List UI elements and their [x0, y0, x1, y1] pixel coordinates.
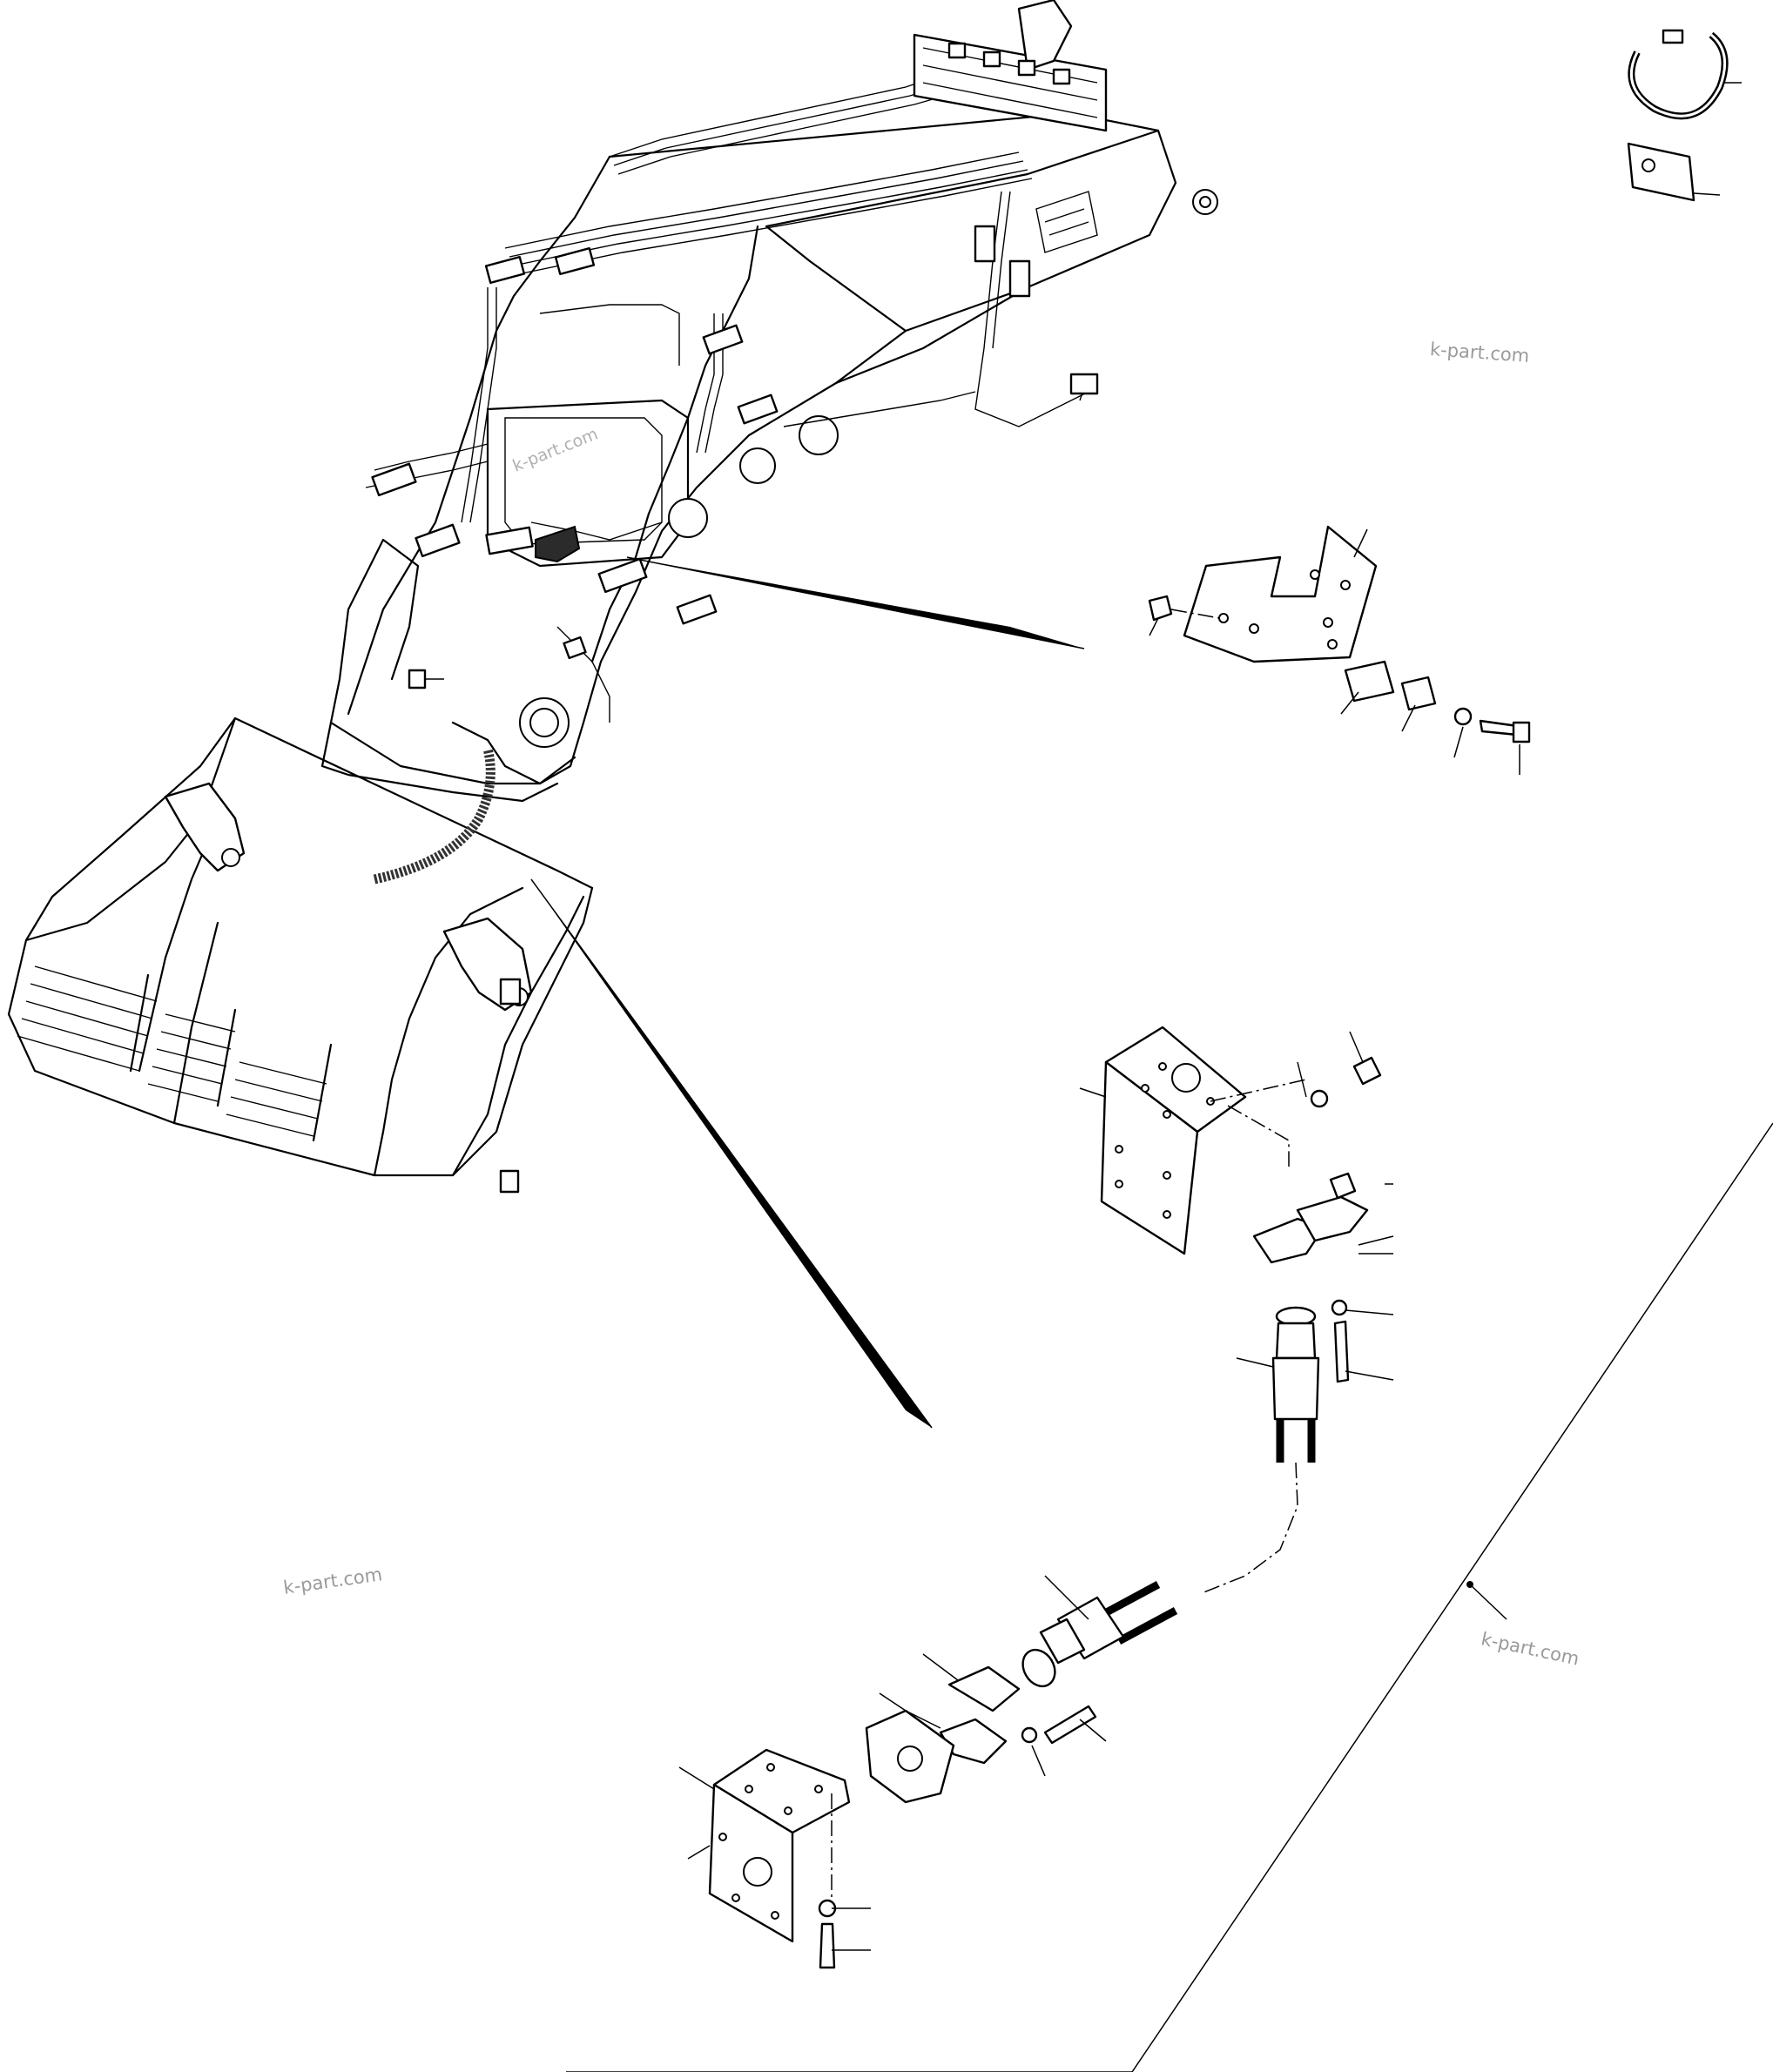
fitting-clusters	[371, 225, 1099, 625]
nut	[1148, 595, 1173, 622]
crossmember-detail	[504, 417, 663, 545]
washer	[1331, 1299, 1348, 1316]
clamp-block	[1344, 660, 1395, 703]
bucket-top-edge	[233, 716, 594, 890]
highlighted-bracket	[535, 525, 581, 563]
bucket-pin	[221, 848, 240, 867]
clamp-block	[1400, 676, 1437, 711]
bucket-floor	[138, 817, 219, 1125]
frame-diagonal	[1131, 1122, 1773, 2072]
bracket-hole	[1171, 1063, 1201, 1093]
loader-bucket	[7, 716, 594, 1194]
cable-tie-icon	[1628, 29, 1742, 120]
boom-end-vent	[1035, 191, 1098, 253]
detail-bracket-plate	[1148, 525, 1531, 775]
nut	[1352, 1056, 1382, 1086]
boss-plate	[799, 415, 839, 455]
flange-face	[1021, 1648, 1056, 1688]
boss-plate-inner	[529, 708, 559, 737]
hose-fitting	[1275, 1322, 1317, 1360]
boom-upper-edge	[347, 155, 611, 716]
sensor-box	[408, 669, 427, 690]
washer	[1310, 1089, 1329, 1108]
hose-fitting	[1039, 1618, 1086, 1665]
nut	[1329, 1172, 1357, 1200]
bucket-latch	[499, 1169, 520, 1194]
hose-loop	[373, 747, 495, 885]
bucket-inner-left	[24, 716, 237, 942]
lift-arm-front	[320, 721, 559, 803]
sensor-box	[563, 636, 587, 660]
washer	[1453, 707, 1473, 726]
label-tag-icon	[1627, 142, 1721, 202]
bracket-bolt	[819, 1922, 836, 1969]
washer	[1021, 1726, 1038, 1744]
control-valve-block	[913, 0, 1108, 132]
flange-bolt	[1333, 1320, 1350, 1383]
bucket-latch	[499, 978, 522, 1006]
loader-boom-assembly	[320, 0, 1218, 803]
boss-plate	[668, 498, 708, 538]
angle-bracket-side	[1100, 1060, 1199, 1255]
split-flange-half	[947, 1665, 1021, 1712]
bucket-right-wall	[373, 886, 585, 1177]
mounting-plate	[1183, 525, 1378, 663]
bucket-ribs	[17, 965, 333, 1142]
boss-plate	[739, 447, 776, 484]
bolt-head	[1512, 721, 1531, 743]
detail-hose-connection	[678, 1026, 1394, 1969]
lift-arm-body	[329, 538, 576, 785]
boom-side-face	[765, 129, 1160, 385]
hose-ferrule	[1271, 1356, 1320, 1421]
split-flange-half	[1296, 1195, 1369, 1242]
pivot-pin-inner	[1199, 196, 1211, 208]
flange-bolt	[1043, 1705, 1097, 1745]
boom-lower-edge	[590, 225, 759, 663]
